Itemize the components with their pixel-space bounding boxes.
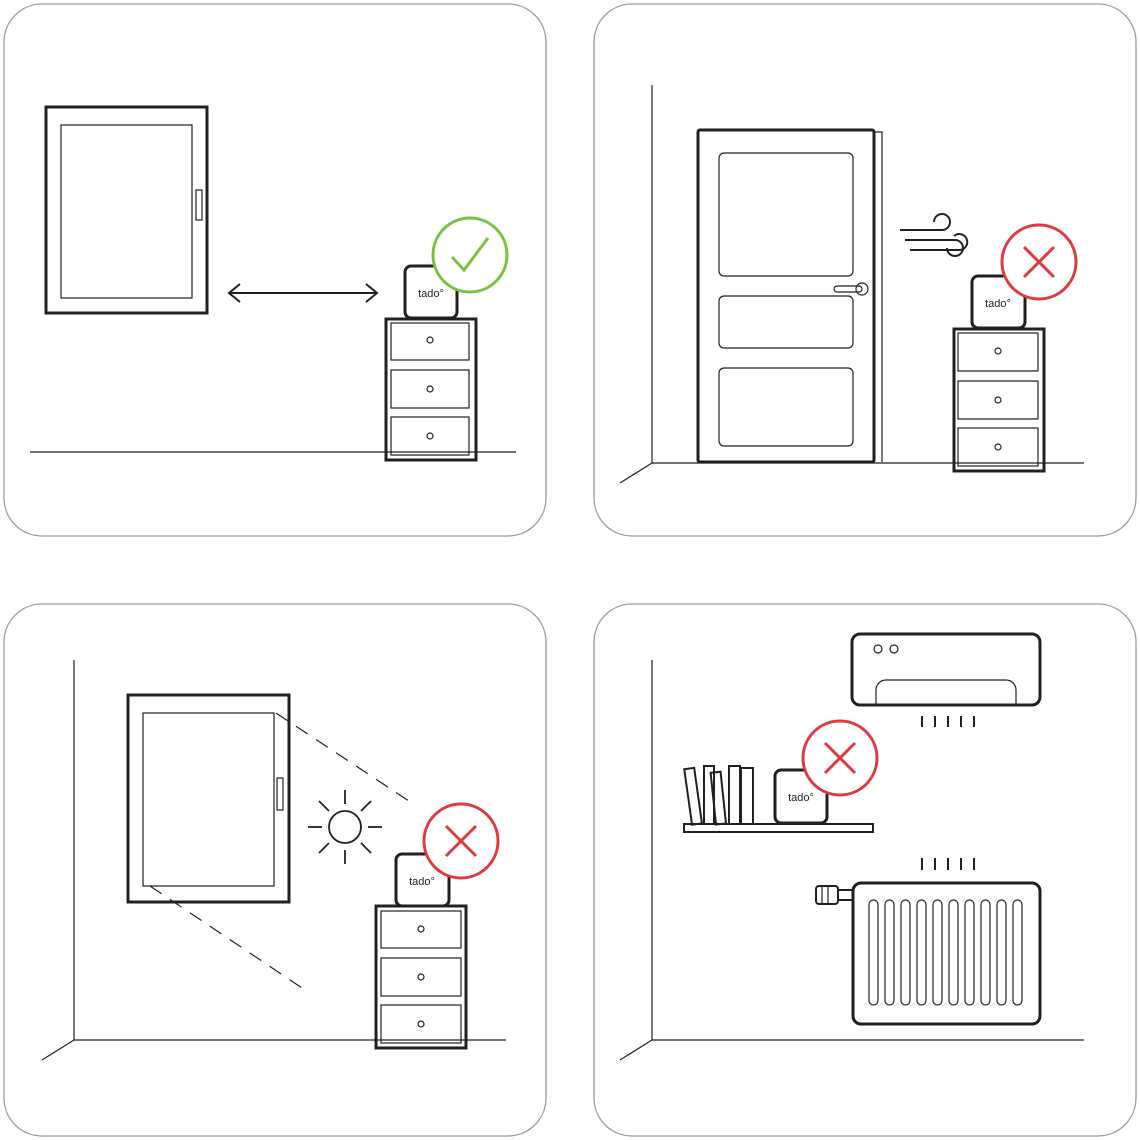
panel-door-draught-wrong: tado° [593,3,1137,537]
panel-frame [593,603,1137,1137]
x-icon [422,802,500,880]
tado-device: tado° [394,852,451,908]
window-icon [44,105,209,315]
panel-shelf-heat-sources-wrong: tado° [593,603,1137,1137]
panel-frame [3,3,547,537]
panel-window-distance-correct: tado° [3,3,547,537]
tado-device: tado° [773,768,829,825]
panel-frame [3,603,547,1137]
device-logo: tado° [985,298,1011,310]
books [683,765,754,826]
panel-frame [593,3,1137,537]
bookshelf [683,765,874,833]
door-icon [696,128,883,464]
device-logo: tado° [788,792,814,804]
room-corner [619,660,1084,1061]
room-corner [41,660,506,1061]
panel-direct-sunlight-wrong: tado° [3,603,547,1137]
window-icon [126,693,291,904]
ac-airflow-lines [921,716,975,727]
radiator-icon [815,881,1042,1026]
check-icon [431,216,509,294]
x-icon [801,719,879,797]
tado-device: tado° [970,274,1027,330]
tado-device: tado° [403,264,459,320]
x-icon [1000,223,1078,301]
wind-icon [900,213,969,257]
sunlight-beam [149,712,416,989]
double-arrow-icon [227,283,379,303]
air-conditioner-icon [850,632,1042,707]
thermostatic-valve [815,885,854,905]
device-logo: tado° [409,876,435,888]
radiator-heat-lines [921,858,975,870]
sun-icon [308,790,382,864]
device-logo: tado° [418,288,444,300]
